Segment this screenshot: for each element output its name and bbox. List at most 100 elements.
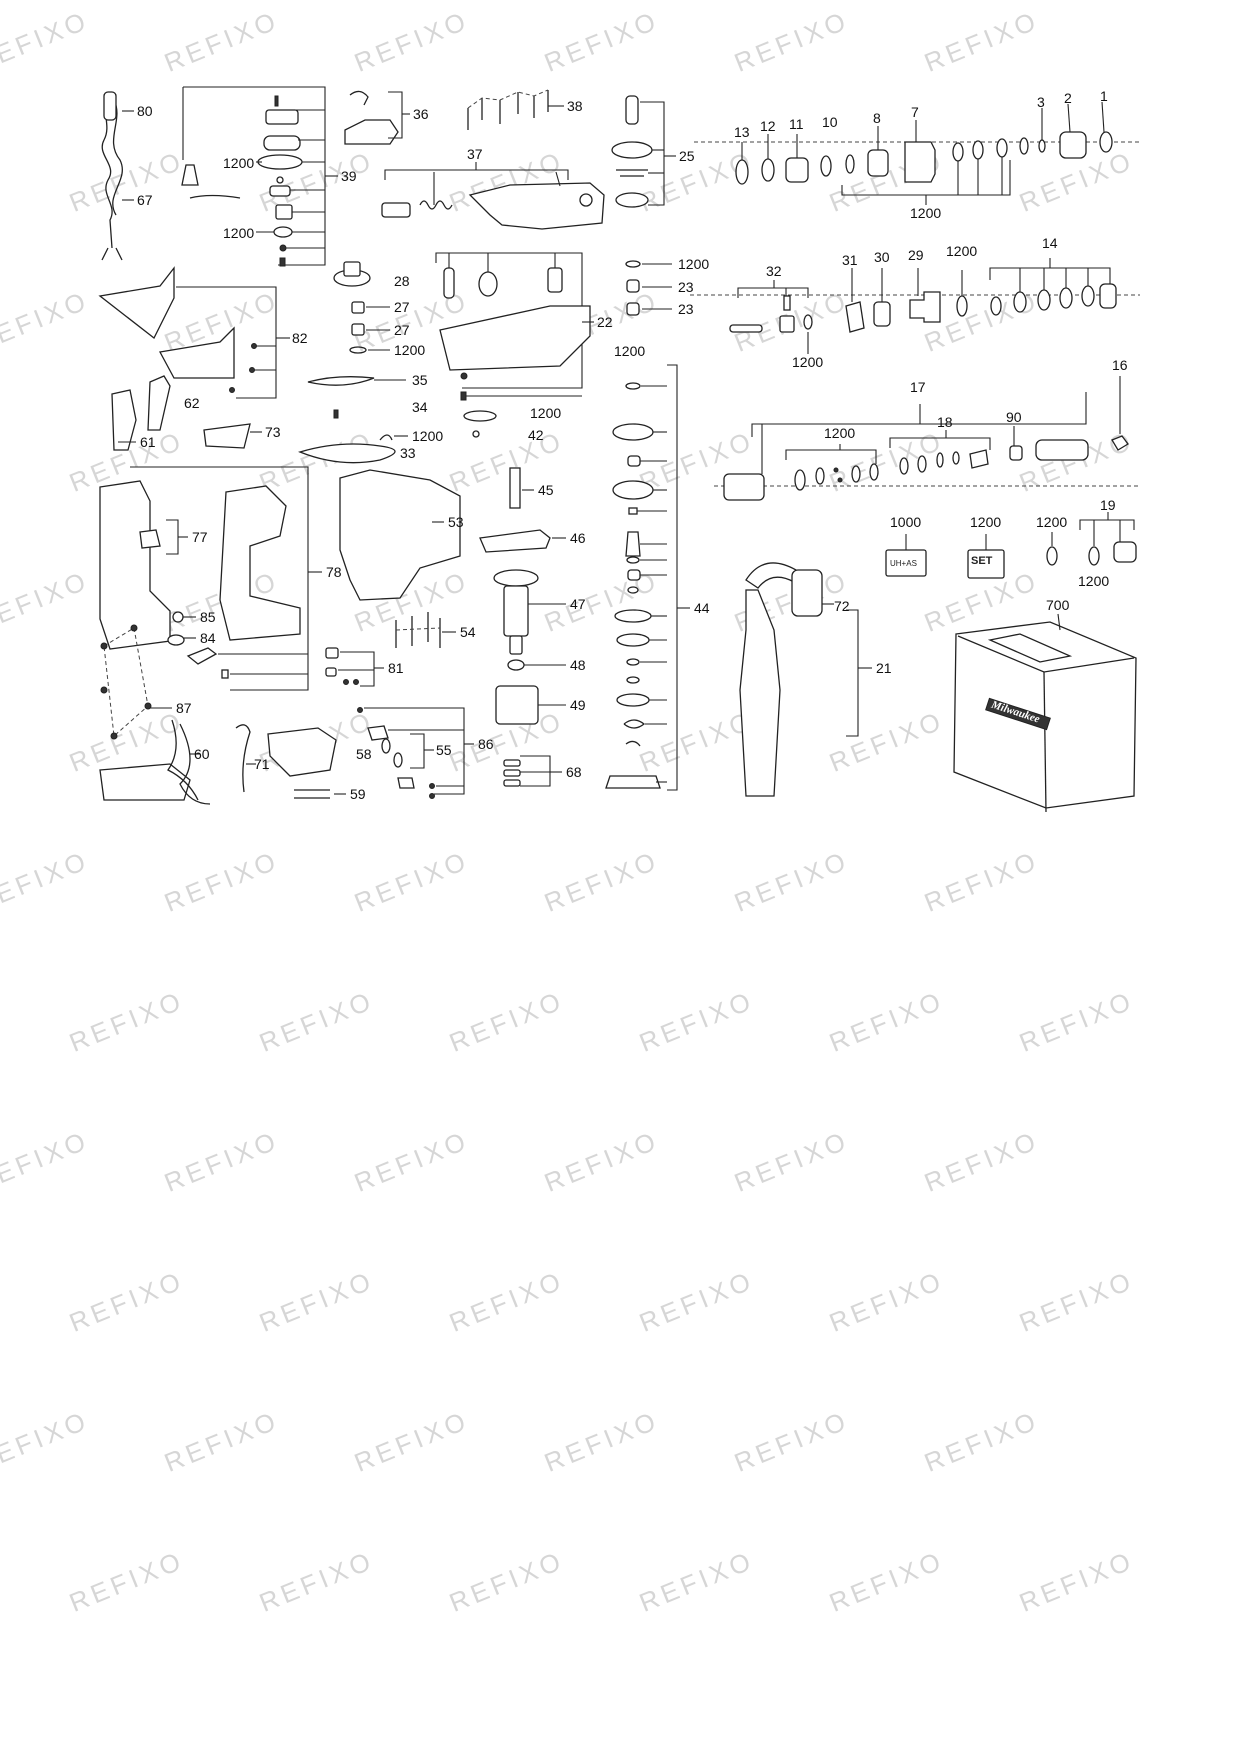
callout-36: 36 bbox=[413, 106, 429, 122]
bearings-23 bbox=[625, 260, 672, 316]
callout-28: 28 bbox=[394, 273, 410, 289]
callout-1: 1 bbox=[1100, 88, 1108, 104]
callout-55: 55 bbox=[436, 742, 452, 758]
switch-36 bbox=[344, 90, 410, 145]
parts-33-35 bbox=[298, 376, 497, 464]
spindle-assembly-top bbox=[694, 101, 1140, 205]
clutch-column-44 bbox=[605, 364, 690, 791]
callout-1200-i: 1200 bbox=[412, 428, 443, 444]
callout-700: 700 bbox=[1046, 597, 1070, 613]
callout-27-b: 27 bbox=[394, 322, 410, 338]
callout-18: 18 bbox=[937, 414, 953, 430]
power-cord-80 bbox=[101, 91, 134, 261]
callout-32: 32 bbox=[766, 263, 782, 279]
callout-8: 8 bbox=[873, 110, 881, 126]
carrying-case-700 bbox=[953, 613, 1137, 813]
wire-71 bbox=[235, 724, 256, 793]
gear-set-25 bbox=[611, 95, 676, 208]
callout-46: 46 bbox=[570, 530, 586, 546]
callout-71: 71 bbox=[254, 756, 270, 772]
gear-housing-37 bbox=[381, 162, 605, 230]
callout-68: 68 bbox=[566, 764, 582, 780]
callout-42: 42 bbox=[528, 427, 544, 443]
callout-85: 85 bbox=[200, 609, 216, 625]
callout-3: 3 bbox=[1037, 94, 1045, 110]
motor-housing-53 bbox=[339, 469, 461, 648]
callout-7: 7 bbox=[911, 104, 919, 120]
screws-68 bbox=[503, 755, 562, 787]
callout-16: 16 bbox=[1112, 357, 1128, 373]
side-cover-82 bbox=[98, 266, 290, 399]
callout-2: 2 bbox=[1064, 90, 1072, 106]
callout-78: 78 bbox=[326, 564, 342, 580]
callout-80: 80 bbox=[137, 103, 153, 119]
callout-1200-b: 1200 bbox=[223, 225, 254, 241]
housing-halves-77-78 bbox=[99, 466, 322, 691]
callout-67: 67 bbox=[137, 192, 153, 208]
callout-62: 62 bbox=[184, 395, 200, 411]
callout-73: 73 bbox=[265, 424, 281, 440]
armature-column-45-49 bbox=[479, 467, 566, 725]
callout-1200-f: 1200 bbox=[946, 243, 977, 259]
gear-28-27 bbox=[333, 261, 390, 354]
callout-17: 17 bbox=[910, 379, 926, 395]
callout-49: 49 bbox=[570, 697, 586, 713]
callout-29: 29 bbox=[908, 247, 924, 263]
callout-11: 11 bbox=[789, 116, 804, 132]
decal-1200-set bbox=[967, 534, 1005, 579]
callout-44: 44 bbox=[694, 600, 710, 616]
decal-1000 bbox=[885, 534, 927, 577]
callout-53: 53 bbox=[448, 514, 464, 530]
callout-77: 77 bbox=[192, 529, 208, 545]
callout-45: 45 bbox=[538, 482, 554, 498]
callout-1200-l: 1200 bbox=[970, 514, 1001, 530]
callout-23-b: 23 bbox=[678, 301, 694, 317]
callout-81: 81 bbox=[388, 660, 404, 676]
decal-1000-text: UH+AS bbox=[890, 559, 917, 568]
callout-90: 90 bbox=[1006, 409, 1022, 425]
cable-set-60 bbox=[99, 719, 211, 805]
callout-21: 21 bbox=[876, 660, 892, 676]
spindle-assembly-middle bbox=[690, 258, 1140, 354]
strain-relief-set-39 bbox=[181, 86, 338, 267]
brush-holder-set-86 bbox=[357, 707, 474, 799]
callout-38: 38 bbox=[567, 98, 583, 114]
callout-14: 14 bbox=[1042, 235, 1058, 251]
callout-37: 37 bbox=[467, 146, 483, 162]
callout-1200-n: 1200 bbox=[1078, 573, 1109, 589]
callout-30: 30 bbox=[874, 249, 890, 265]
callout-33: 33 bbox=[400, 445, 416, 461]
callout-86: 86 bbox=[478, 736, 494, 752]
tool-holder-assembly-17 bbox=[714, 376, 1140, 501]
callout-47: 47 bbox=[570, 596, 586, 612]
callout-72: 72 bbox=[834, 598, 850, 614]
gearbox-housing-22 bbox=[435, 252, 594, 401]
callout-1200-k: 1200 bbox=[824, 425, 855, 441]
callout-60: 60 bbox=[194, 746, 210, 762]
callout-58: 58 bbox=[356, 746, 372, 762]
screws-87 bbox=[100, 624, 172, 740]
callout-35: 35 bbox=[412, 372, 428, 388]
callout-22: 22 bbox=[597, 314, 613, 330]
callout-1200-e: 1200 bbox=[678, 256, 709, 272]
callout-1200-d: 1200 bbox=[394, 342, 425, 358]
washer-1200 bbox=[1046, 532, 1058, 566]
parts-19 bbox=[1079, 512, 1137, 566]
callout-1200-h: 1200 bbox=[530, 405, 561, 421]
callout-1200-m: 1200 bbox=[1036, 514, 1067, 530]
screws-38 bbox=[467, 89, 564, 130]
callout-19: 19 bbox=[1100, 497, 1116, 513]
callout-84: 84 bbox=[200, 630, 216, 646]
callout-59: 59 bbox=[350, 786, 366, 802]
callout-12: 12 bbox=[760, 118, 776, 134]
callout-1000: 1000 bbox=[890, 514, 921, 530]
brushes-81 bbox=[325, 647, 384, 687]
callout-13: 13 bbox=[734, 124, 750, 140]
plate-73 bbox=[203, 423, 262, 449]
callout-87: 87 bbox=[176, 700, 192, 716]
callout-48: 48 bbox=[570, 657, 586, 673]
callout-23-a: 23 bbox=[678, 279, 694, 295]
callout-39: 39 bbox=[341, 168, 357, 184]
